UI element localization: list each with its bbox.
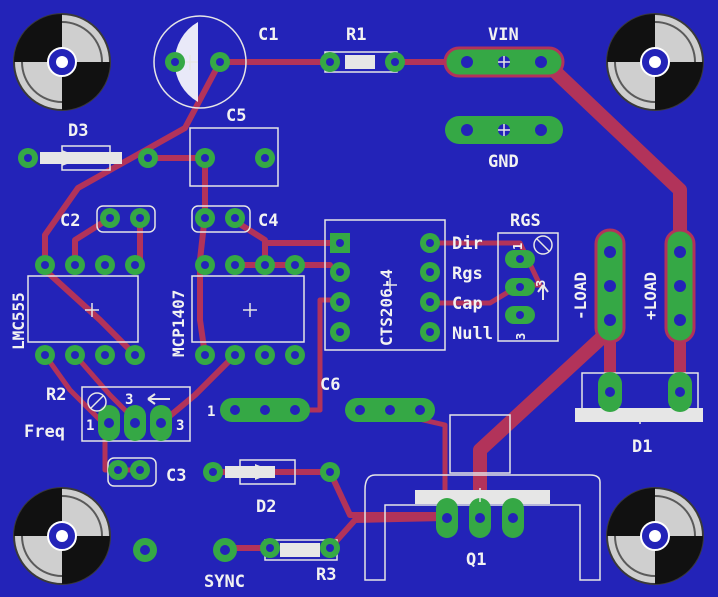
rgs-adjust-icon	[533, 235, 553, 255]
label-rgs: RGS	[510, 211, 541, 231]
label-r2-pin3b: 3	[176, 418, 184, 434]
label-d1: D1	[632, 437, 652, 457]
label-mcp1407: MCP1407	[169, 290, 188, 357]
label-rgs-pin3: 3	[534, 280, 548, 287]
label-c3: C3	[166, 466, 186, 486]
label-c1: C1	[258, 25, 278, 45]
label-freq: Freq	[24, 422, 65, 442]
label-d2: D2	[256, 497, 276, 517]
label-c2: C2	[60, 211, 80, 231]
drill-holes	[24, 58, 434, 555]
rgs-arrow-icon	[537, 284, 549, 300]
label-lmc555: LMC555	[9, 292, 28, 350]
label-r1: R1	[346, 25, 366, 45]
mounting-hole-bl	[13, 487, 111, 585]
label-rgs-pin1: 1	[511, 243, 525, 250]
r2-adjust-icon	[87, 392, 107, 412]
r2-arrow-icon	[147, 393, 170, 405]
silk-crosses	[85, 56, 647, 502]
label-sync: SYNC	[204, 572, 245, 592]
labels: C1 R1 VIN GND D3 C5 C2 C4 LMC555 MCP1407…	[9, 25, 660, 592]
mounting-hole-br	[606, 487, 704, 585]
mounting-hole-tr	[606, 13, 704, 111]
label-c6: C6	[320, 375, 340, 395]
label-vin: VIN	[488, 25, 519, 45]
label-dir: Dir	[452, 234, 483, 254]
label-r2: R2	[46, 385, 66, 405]
label-q1: Q1	[466, 550, 486, 570]
label-r3: R3	[316, 565, 336, 585]
label-c5: C5	[226, 106, 246, 126]
pads	[98, 46, 696, 538]
label-d3: D3	[68, 121, 88, 141]
label-r2-pin1: 1	[86, 418, 94, 434]
label-load-minus: -LOAD	[571, 272, 590, 320]
load-minus-pads	[594, 228, 626, 344]
label-c6-pin1: 1	[207, 404, 215, 420]
mounting-hole-tl	[13, 13, 111, 111]
label-gnd: GND	[488, 152, 519, 172]
label-cts: CTS206-4	[377, 269, 396, 346]
label-r2-pin3a: 3	[125, 392, 133, 408]
label-c4: C4	[258, 211, 278, 231]
label-cap: Cap	[452, 294, 483, 314]
label-rgs-pin: Rgs	[452, 264, 483, 284]
load-plus-pads	[664, 228, 696, 344]
label-null: Null	[452, 324, 493, 344]
label-rgs-pin3b: 3	[514, 333, 528, 340]
label-load-plus: +LOAD	[641, 272, 660, 320]
